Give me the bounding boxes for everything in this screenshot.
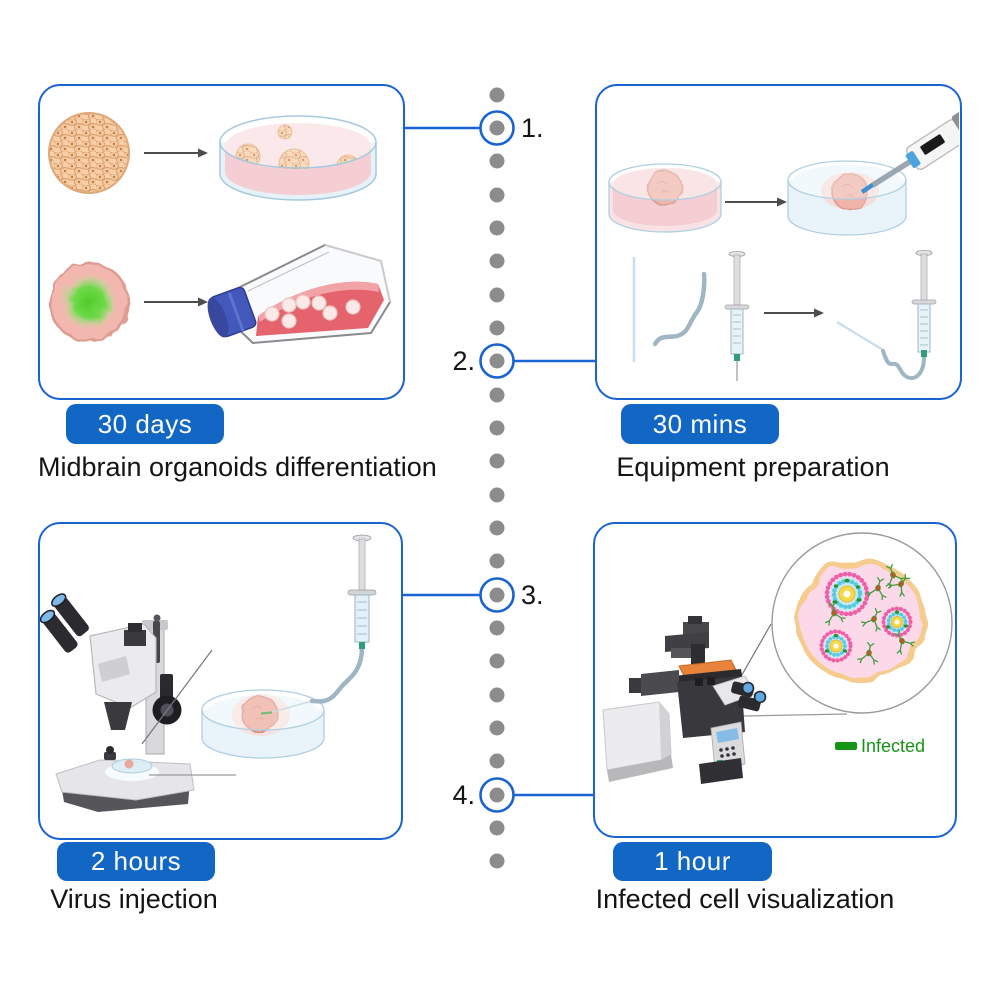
syringe-icon bbox=[724, 250, 750, 381]
culture-flask-icon bbox=[207, 243, 392, 344]
petri-dish-organoid-icon bbox=[608, 163, 722, 233]
petri-dish-pipette-icon bbox=[787, 111, 959, 236]
caption-step-4: Infected cell visualization bbox=[595, 884, 895, 914]
infected-legend-swatch bbox=[835, 742, 857, 750]
neural-rosette-icon bbox=[881, 606, 913, 638]
caption-step-3: Virus injection bbox=[50, 884, 218, 914]
timeline-dots bbox=[489, 87, 505, 869]
duration-label: 1 hour bbox=[654, 846, 731, 876]
step-number-2: 2. bbox=[452, 346, 475, 376]
step-number-3: 3. bbox=[521, 580, 544, 610]
petri-dish-injection-icon bbox=[201, 689, 325, 759]
caption-step-2: Equipment preparation bbox=[616, 452, 890, 482]
arrow-icon bbox=[144, 148, 208, 158]
stem-cell-colony-icon bbox=[48, 112, 130, 194]
infected-legend: Infected bbox=[835, 736, 925, 756]
panel-step-1-midbrain-organoids bbox=[38, 84, 405, 400]
duration-badge-step-4: 1 hour bbox=[613, 842, 772, 881]
pipette-icon bbox=[860, 111, 959, 194]
tubing-icon bbox=[652, 271, 707, 347]
neural-rosette-icon bbox=[824, 571, 870, 617]
duration-badge-step-3: 2 hours bbox=[57, 842, 215, 881]
caption-step-1: Midbrain organoids differentiation bbox=[38, 452, 437, 482]
callout-line bbox=[141, 649, 213, 745]
petri-dish-colonies-icon bbox=[219, 115, 377, 201]
step-number-4: 4. bbox=[452, 780, 475, 810]
neural-organoid-icon bbox=[48, 261, 130, 343]
panel-step-2-equipment-preparation bbox=[595, 84, 962, 400]
duration-label: 2 hours bbox=[90, 846, 182, 876]
assembled-injector-icon bbox=[836, 249, 937, 380]
callout-line bbox=[743, 713, 848, 717]
duration-badge-step-1: 30 days bbox=[66, 404, 224, 444]
arrow-icon bbox=[144, 297, 208, 307]
step-number-1: 1. bbox=[521, 113, 544, 143]
organoid-inset-icon bbox=[771, 532, 953, 714]
arrow-icon bbox=[764, 308, 824, 318]
duration-label: 30 mins bbox=[652, 408, 748, 439]
inverted-microscope-icon bbox=[602, 616, 767, 784]
panel-step-3-virus-injection bbox=[38, 522, 403, 840]
neural-rosette-icon bbox=[819, 629, 853, 663]
duration-label: 30 days bbox=[97, 408, 193, 439]
syringe-tubing-icon bbox=[309, 534, 377, 704]
panel-step-4-infected-visualization: Infected bbox=[593, 522, 957, 838]
arrow-icon bbox=[725, 197, 787, 207]
infected-legend-label: Infected bbox=[861, 736, 925, 756]
duration-badge-step-2: 30 mins bbox=[621, 404, 779, 444]
